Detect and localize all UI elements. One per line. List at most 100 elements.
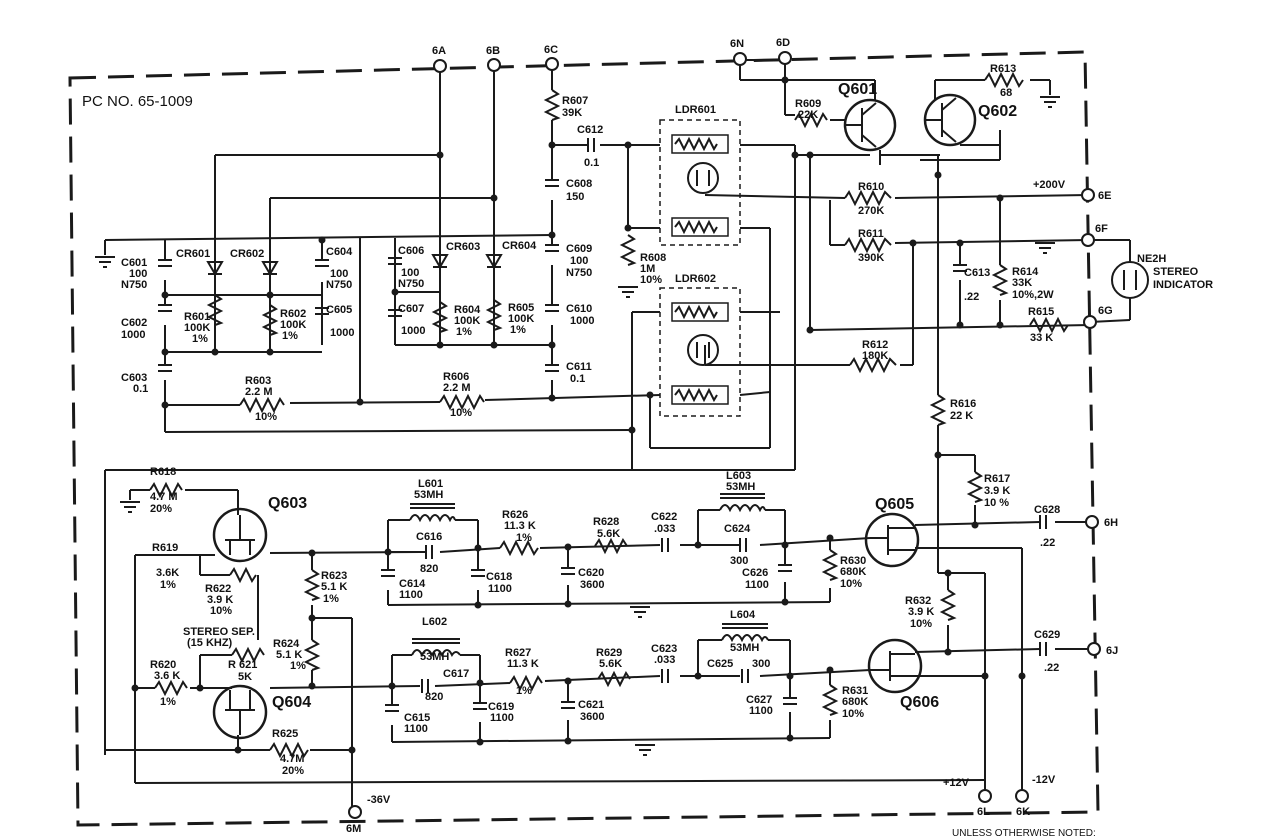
c601-value: 100 — [129, 268, 147, 280]
terminal-6K: 6K — [1016, 806, 1030, 818]
r607-ref: R607 — [562, 95, 588, 107]
r620-tol: 1% — [160, 696, 176, 708]
stereo-label: STEREO — [1153, 266, 1199, 278]
c621-value: 3600 — [580, 711, 604, 723]
c623-value: .033 — [654, 654, 675, 666]
r614-tol: 10%,2W — [1012, 289, 1054, 301]
r619-value: 3.6K — [156, 567, 179, 579]
c606-type: N750 — [398, 278, 424, 290]
r617-ref: R617 — [984, 473, 1010, 485]
r602-value: 100K — [280, 319, 306, 331]
r603-value: 2.2 M — [245, 386, 273, 398]
cr602-label: CR602 — [230, 248, 264, 260]
c603-ref: C603 — [121, 372, 147, 384]
l604-ref: L604 — [730, 609, 756, 621]
r618-tol: 20% — [150, 503, 172, 515]
terminal-6C: 6C — [544, 44, 558, 56]
r619-tol: 1% — [160, 579, 176, 591]
r613-value: 68 — [1000, 87, 1012, 99]
cr601-label: CR601 — [176, 248, 210, 260]
r602-ref: R602 — [280, 308, 306, 320]
r605-value: 100K — [508, 313, 534, 325]
r615-value: 33 K — [1030, 332, 1053, 344]
q603-label: Q603 — [268, 495, 307, 512]
terminal-6H: 6H — [1104, 517, 1118, 529]
r622-ref: R622 — [205, 583, 231, 595]
r632-ref: R632 — [905, 595, 931, 607]
c629-value: .22 — [1044, 662, 1059, 674]
supply-200v: +200V — [1033, 179, 1066, 191]
r620-ref: R620 — [150, 659, 176, 671]
cr603-label: CR603 — [446, 241, 480, 253]
c623-ref: C623 — [651, 643, 677, 655]
c602-value: 1000 — [121, 329, 145, 341]
r611-value: 390K — [858, 252, 884, 264]
r621-value: 5K — [238, 671, 252, 683]
l603-value: 53MH — [726, 481, 755, 493]
c605-value: 1000 — [330, 327, 354, 339]
c629-ref: C629 — [1034, 629, 1060, 641]
r620-value: 3.6 K — [154, 670, 180, 682]
c616-value: 820 — [420, 563, 438, 575]
c606-value: 100 — [401, 267, 419, 279]
r612-ref: R612 — [862, 339, 888, 351]
component-labels: CR601 CR602 CR603 CR604 C601 100 N750 C6… — [121, 63, 1060, 777]
r619-ref: R619 — [152, 542, 178, 554]
c624-value: 300 — [730, 555, 748, 567]
ldr602-label: LDR602 — [675, 273, 716, 285]
c618-value: 1100 — [488, 583, 512, 595]
r630-value: 680K — [840, 566, 866, 578]
board-outline — [68, 50, 1100, 827]
l601-ref: L601 — [418, 478, 443, 490]
c618-ref: C618 — [486, 571, 512, 583]
r604-tol: 1% — [456, 326, 472, 338]
r617-tol: 10 % — [984, 497, 1009, 509]
c613-value: .22 — [964, 291, 979, 303]
c620-value: 3600 — [580, 579, 604, 591]
r608-tol: 10% — [640, 274, 662, 286]
r630-ref: R630 — [840, 555, 866, 567]
c612-value: 0.1 — [584, 157, 599, 169]
r624-tol: 1% — [290, 660, 306, 672]
terminal-6L: 6L — [977, 806, 990, 818]
r632-tol: 10% — [910, 618, 932, 630]
r614-ref: R614 — [1012, 266, 1039, 278]
c624-ref: C624 — [724, 523, 751, 535]
r624-ref: R624 — [273, 638, 300, 650]
r625-tol: 20% — [282, 765, 304, 777]
r631-ref: R631 — [842, 685, 868, 697]
r604-ref: R604 — [454, 304, 481, 316]
r603-tol: 10% — [255, 411, 277, 423]
r611-ref: R611 — [858, 228, 884, 240]
r626-value: 11.3 K — [504, 520, 536, 532]
c609-type: N750 — [566, 267, 592, 279]
c604-type: N750 — [326, 279, 352, 291]
supply-12v: +12V — [943, 777, 970, 789]
r627-ref: R627 — [505, 647, 531, 659]
symbols — [95, 71, 1149, 759]
q601-label: Q601 — [838, 81, 877, 98]
r605-ref: R605 — [508, 302, 534, 314]
supply-minus-36v: -36V — [367, 794, 391, 806]
c617-value: 820 — [425, 691, 443, 703]
r623-tol: 1% — [323, 593, 339, 605]
c621-ref: C621 — [578, 699, 604, 711]
r608-ref: R608 — [640, 252, 666, 264]
r624-value: 5.1 K — [276, 649, 302, 661]
r622-tol: 10% — [210, 605, 232, 617]
terminal-6E: 6E — [1098, 190, 1111, 202]
terminal-6G: 6G — [1098, 305, 1113, 317]
c627-value: 1100 — [749, 705, 773, 717]
c626-value: 1100 — [745, 579, 769, 591]
terminal-6F: 6F — [1095, 223, 1108, 235]
l604-value: 53MH — [730, 642, 759, 654]
r618-value: 4.7 M — [150, 491, 178, 503]
c610-ref: C610 — [566, 303, 592, 315]
c611-ref: C611 — [566, 361, 592, 373]
r606-tol: 10% — [450, 407, 472, 419]
c615-value: 1100 — [404, 723, 428, 735]
c615-ref: C615 — [404, 712, 430, 724]
r610-value: 270K — [858, 205, 884, 217]
r627-tol: 1% — [516, 685, 532, 697]
c606-ref: C606 — [398, 245, 424, 257]
